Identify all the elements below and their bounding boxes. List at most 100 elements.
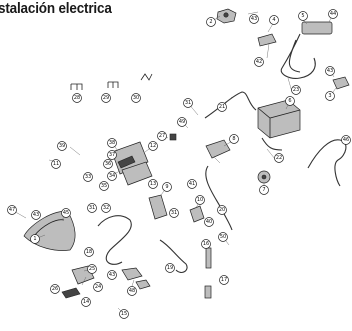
callout-8: 8 (229, 134, 239, 144)
callout-49: 49 (177, 117, 187, 127)
callout-13: 13 (148, 179, 158, 189)
part-regulator (205, 139, 231, 159)
callout-23: 23 (291, 85, 301, 95)
svg-text:28: 28 (74, 95, 80, 101)
callout-22: 22 (274, 153, 284, 163)
callout-28: 28 (72, 93, 82, 103)
part-connector-right (332, 76, 350, 90)
svg-text:34: 34 (109, 173, 115, 179)
callout-12: 12 (148, 141, 158, 151)
svg-text:43: 43 (33, 212, 39, 218)
part-switch-27 (169, 133, 177, 141)
svg-text:50: 50 (220, 234, 226, 240)
svg-text:9: 9 (165, 184, 168, 190)
callout-43c: 43 (31, 210, 41, 220)
svg-text:41: 41 (189, 181, 195, 187)
callout-47: 47 (7, 205, 17, 215)
svg-text:40: 40 (206, 219, 212, 225)
svg-text:43: 43 (251, 16, 257, 22)
callout-50: 50 (218, 232, 228, 242)
svg-text:3: 3 (328, 93, 331, 99)
svg-text:14: 14 (83, 299, 89, 305)
callout-38: 38 (107, 138, 117, 148)
callout-45: 45 (61, 208, 71, 218)
part-battery (257, 99, 301, 139)
svg-text:1: 1 (33, 236, 36, 242)
svg-text:31: 31 (171, 210, 177, 216)
callout-4: 4 (269, 15, 279, 25)
svg-text:7: 7 (262, 187, 265, 193)
callout-16: 16 (201, 239, 211, 249)
svg-text:10: 10 (197, 197, 203, 203)
callout-43a: 43 (249, 14, 259, 24)
callout-31c: 31 (87, 203, 97, 213)
svg-text:5: 5 (301, 13, 304, 19)
callout-10: 10 (195, 195, 205, 205)
svg-text:44: 44 (330, 11, 336, 17)
diagram-title: stalación electrica (0, 0, 112, 17)
part-horn (257, 170, 271, 184)
callout-24: 24 (93, 282, 103, 292)
callout-43d: 43 (107, 270, 117, 280)
svg-text:22: 22 (276, 155, 282, 161)
callout-33: 33 (83, 172, 93, 182)
callout-15: 15 (119, 309, 129, 319)
svg-text:36: 36 (105, 161, 111, 167)
svg-text:13: 13 (150, 181, 156, 187)
part-spark-plug (204, 247, 212, 299)
svg-text:15: 15 (121, 311, 127, 317)
callout-41: 41 (187, 179, 197, 189)
callout-43b: 43 (325, 66, 335, 76)
callout-39: 39 (57, 141, 67, 151)
callout-42: 42 (254, 57, 264, 67)
svg-text:17: 17 (221, 277, 227, 283)
svg-text:43: 43 (327, 68, 333, 74)
callout-1: 1 (30, 234, 40, 244)
callout-3: 3 (325, 91, 335, 101)
svg-text:6: 6 (288, 98, 291, 104)
callout-11: 11 (51, 159, 61, 169)
svg-text:2: 2 (209, 19, 212, 25)
svg-text:21: 21 (219, 104, 225, 110)
callout-2: 2 (206, 17, 216, 27)
svg-text:33: 33 (85, 174, 91, 180)
svg-text:42: 42 (256, 59, 262, 65)
svg-text:49: 49 (179, 119, 185, 125)
svg-text:43: 43 (109, 272, 115, 278)
callout-14: 14 (81, 297, 91, 307)
part-cdi-unit (148, 194, 168, 220)
part-indicator (121, 267, 151, 290)
svg-text:20: 20 (219, 207, 225, 213)
callout-25: 25 (87, 264, 97, 274)
callout-21: 21 (217, 102, 227, 112)
callout-44: 44 (328, 9, 338, 19)
svg-text:38: 38 (109, 140, 115, 146)
svg-text:23: 23 (293, 87, 299, 93)
svg-text:31: 31 (89, 205, 95, 211)
part-handlebar-switch (111, 141, 153, 186)
callout-9: 9 (162, 182, 172, 192)
callout-31b: 31 (169, 208, 179, 218)
part-clip-28 (70, 83, 83, 90)
svg-text:45: 45 (63, 210, 69, 216)
svg-text:31: 31 (185, 100, 191, 106)
svg-text:35: 35 (101, 183, 107, 189)
svg-text:11: 11 (53, 161, 59, 167)
callout-31a: 31 (183, 98, 193, 108)
callout-46: 46 (341, 135, 351, 145)
callout-18: 18 (84, 247, 94, 257)
part-bracket (257, 33, 277, 47)
callout-40: 40 (204, 217, 214, 227)
svg-text:19: 19 (167, 265, 173, 271)
callout-5: 5 (298, 11, 308, 21)
svg-text:12: 12 (150, 143, 156, 149)
callout-48: 48 (127, 286, 137, 296)
callout-7: 7 (259, 185, 269, 195)
svg-text:18: 18 (86, 249, 92, 255)
callout-37: 37 (107, 150, 117, 160)
callout-26: 26 (50, 284, 60, 294)
svg-text:30: 30 (133, 95, 139, 101)
svg-text:32: 32 (103, 205, 109, 211)
svg-text:48: 48 (129, 288, 135, 294)
